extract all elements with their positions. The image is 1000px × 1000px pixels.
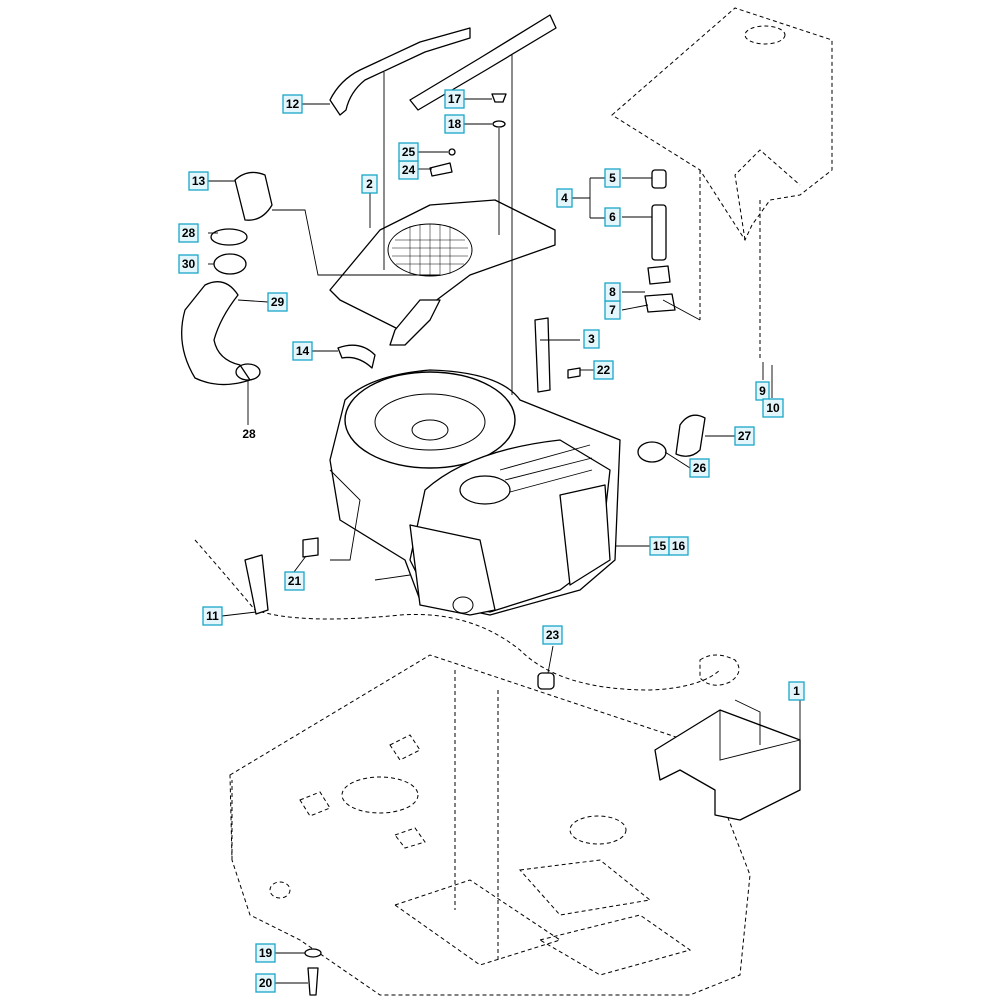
rear-body-panel xyxy=(611,7,833,360)
callout-21: 21 xyxy=(284,571,305,591)
callout-4-label: 4 xyxy=(561,191,568,205)
callout-2: 2 xyxy=(361,174,378,194)
callout-21-label: 21 xyxy=(288,574,302,588)
intake-elbow xyxy=(234,171,273,221)
callout-5: 5 xyxy=(604,168,621,188)
callout-29: 29 xyxy=(267,292,288,312)
callout-5-label: 5 xyxy=(609,171,616,185)
callout-12: 12 xyxy=(282,94,303,114)
screw-25 xyxy=(448,148,456,156)
lever-11 xyxy=(244,554,269,615)
callout-10-label: 10 xyxy=(766,401,780,415)
callout-12-label: 12 xyxy=(286,97,300,111)
label-28-free: 28 xyxy=(242,427,256,441)
intake-hose xyxy=(181,281,251,386)
mount-bracket xyxy=(654,699,801,821)
callout-19-label: 19 xyxy=(259,946,273,960)
callout-1: 1 xyxy=(788,681,805,701)
outlet-elbow-27 xyxy=(675,414,706,457)
callout-10: 10 xyxy=(762,398,784,418)
callout-8: 8 xyxy=(604,282,621,302)
callout-6: 6 xyxy=(604,207,621,227)
callout-20-label: 20 xyxy=(259,976,273,990)
callout-2-label: 2 xyxy=(366,177,373,191)
callout-24: 24 xyxy=(398,160,419,180)
callout-3: 3 xyxy=(583,329,600,349)
leader-lines xyxy=(208,55,801,984)
callout-26-label: 26 xyxy=(693,461,707,475)
callout-23: 23 xyxy=(542,625,563,645)
callout-29-label: 29 xyxy=(271,295,285,309)
callout-13-label: 13 xyxy=(192,174,206,188)
upper-rails xyxy=(329,14,557,116)
part-21 xyxy=(302,537,319,558)
engine xyxy=(329,369,621,616)
callout-1-label: 1 xyxy=(793,684,800,698)
washer-19 xyxy=(304,948,322,958)
callout-18: 18 xyxy=(444,114,465,134)
callout-6-label: 6 xyxy=(609,210,616,224)
spacer-cap xyxy=(651,169,667,189)
callout-7-label: 7 xyxy=(609,303,616,317)
callout-22: 22 xyxy=(593,360,614,380)
cable-end xyxy=(699,654,740,686)
callout-27: 27 xyxy=(734,426,755,446)
callout-11-label: 11 xyxy=(206,609,219,623)
callout-15: 15 xyxy=(649,536,670,556)
callout-25-label: 25 xyxy=(402,145,416,159)
spacer-tube xyxy=(651,204,667,261)
bolt-20 xyxy=(307,967,319,996)
ring-30 xyxy=(213,253,247,275)
callout-27-label: 27 xyxy=(738,429,752,443)
callout-17: 17 xyxy=(444,89,465,109)
callout-4: 4 xyxy=(556,188,573,208)
callout-15-label: 15 xyxy=(653,539,667,553)
clamp-26 xyxy=(637,441,667,463)
callout-18-label: 18 xyxy=(448,117,462,131)
callout-25: 25 xyxy=(398,142,419,162)
bolt-22 xyxy=(567,367,581,379)
callout-16: 16 xyxy=(668,536,689,556)
engine-cover-plate xyxy=(329,199,556,346)
callout-14-label: 14 xyxy=(296,344,310,358)
callout-28: 28 xyxy=(178,223,199,243)
callout-16-label: 16 xyxy=(672,539,686,553)
callout-9: 9 xyxy=(755,381,770,401)
callout-13: 13 xyxy=(188,171,209,191)
bracket-3 xyxy=(534,317,551,393)
callout-23-label: 23 xyxy=(546,628,560,642)
grommet-23 xyxy=(537,672,555,690)
callout-24-label: 24 xyxy=(402,163,416,177)
callout-3-label: 3 xyxy=(588,332,595,346)
callout-22-label: 22 xyxy=(597,363,611,377)
clamp-24 xyxy=(429,162,453,177)
callout-17-label: 17 xyxy=(448,92,462,106)
callout-7: 7 xyxy=(604,300,621,320)
callout-20: 20 xyxy=(255,973,276,993)
callout-14: 14 xyxy=(292,341,313,361)
callout-30: 30 xyxy=(178,254,199,274)
hose-clamp-28 xyxy=(210,228,248,246)
callout-30-label: 30 xyxy=(182,257,196,271)
callout-26: 26 xyxy=(689,458,710,478)
fork-14 xyxy=(337,344,376,369)
callout-19: 19 xyxy=(255,943,276,963)
clip-7 xyxy=(644,265,676,313)
chassis-frame xyxy=(229,654,751,996)
callout-8-label: 8 xyxy=(609,285,616,299)
callout-28-label: 28 xyxy=(182,226,196,240)
bolt-17 xyxy=(491,93,507,103)
washer-18 xyxy=(492,120,506,128)
callout-9-label: 9 xyxy=(759,384,766,398)
callout-11: 11 xyxy=(202,606,223,626)
